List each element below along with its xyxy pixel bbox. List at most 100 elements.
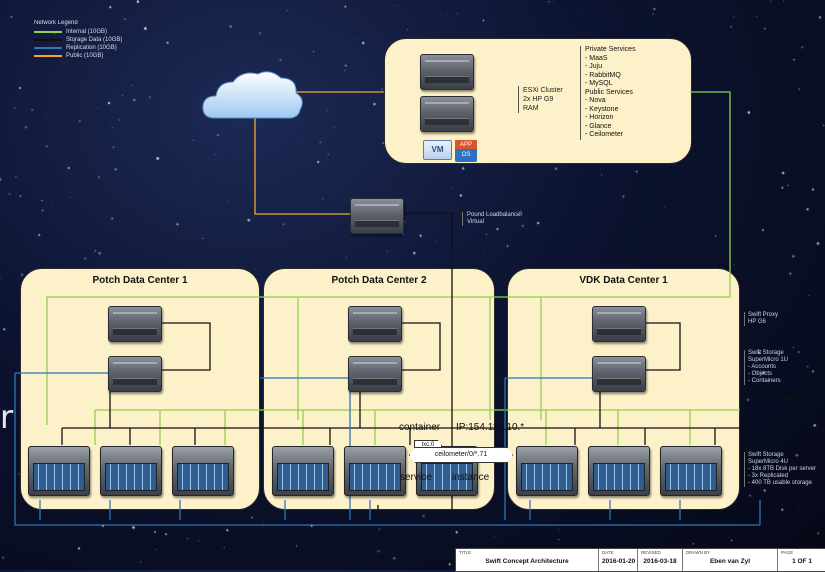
service-line: - Keystone bbox=[585, 105, 619, 113]
swift-storage-4u-server bbox=[660, 446, 722, 496]
esxi-cluster-label: ESXi Cluster 2x HP G9 RAM bbox=[518, 86, 563, 113]
legend-row-replication: Replication (10GB) bbox=[34, 44, 122, 52]
legend-title: Network Legend bbox=[34, 20, 78, 26]
storage4u-line: - 18x 8TB Disk per server bbox=[748, 466, 817, 472]
drawn-by-caption: DRAWN BY bbox=[686, 550, 711, 555]
esxi-line: RAM bbox=[523, 105, 539, 112]
loadbalancer-line: Virtual bbox=[467, 219, 484, 225]
swift-proxy-server bbox=[592, 306, 646, 342]
service-line: - Glance bbox=[585, 122, 612, 130]
legend-swatch-public bbox=[34, 55, 62, 57]
legend-row-public: Public (10GB) bbox=[34, 52, 122, 60]
loadbalancer-label: Pound Loadbalancer Virtual bbox=[462, 212, 522, 226]
esxi-line: 2x HP G9 bbox=[523, 96, 554, 103]
title-cell: TITLE Swift Concept Architecture bbox=[456, 549, 599, 571]
drawing-title: Swift Concept Architecture bbox=[485, 558, 569, 565]
swift-storage-4u-server bbox=[172, 446, 234, 496]
storage1u-line: - Objects bbox=[748, 371, 773, 377]
drawing-title-block: TITLE Swift Concept Architecture DATE 20… bbox=[455, 548, 825, 572]
storage1u-line: - Containers bbox=[748, 378, 781, 384]
service-line: - RabbitMQ bbox=[585, 71, 621, 79]
swift-storage-4u-server bbox=[28, 446, 90, 496]
storage1u-line: SuperMicro 1U bbox=[748, 357, 789, 363]
title-caption: TITLE bbox=[459, 550, 472, 555]
stray-glyph: r bbox=[0, 398, 14, 436]
esxi-line: ESXi Cluster bbox=[523, 87, 563, 94]
page-cell: PAGE 1 OF 1 bbox=[778, 549, 825, 571]
service-line: - MaaS bbox=[585, 54, 608, 62]
drawing-revised: 2016-03-18 bbox=[643, 558, 677, 565]
instance-label: instance bbox=[452, 472, 490, 483]
drawing-date: 2016-01-20 bbox=[602, 558, 636, 565]
loadbalancer-server bbox=[350, 198, 404, 234]
replication-link bbox=[39, 500, 761, 525]
replication-link bbox=[14, 372, 760, 526]
drawn-by: Eben van Zyl bbox=[709, 558, 751, 565]
proxy-line: HP G6 bbox=[748, 319, 766, 325]
revised-caption: REVISED bbox=[641, 550, 661, 555]
datacenter-title: Potch Data Center 2 bbox=[331, 275, 427, 286]
app-os-icon-top: APP bbox=[455, 140, 477, 149]
legend-label-replication: Replication (10GB) bbox=[66, 45, 117, 51]
legend-swatch-internal bbox=[34, 31, 62, 33]
storage-link bbox=[61, 427, 745, 445]
swift-storage-4u-server bbox=[272, 446, 334, 496]
esxi-server bbox=[420, 96, 474, 132]
storage1u-line: - Accounts bbox=[748, 364, 777, 370]
service-line: - Ceilometer bbox=[585, 131, 624, 138]
proxy-line: Swift Proxy bbox=[748, 312, 779, 318]
datacenter-title: VDK Data Center 1 bbox=[579, 275, 668, 286]
container-label: container bbox=[399, 422, 441, 433]
services-list: Private Services - MaaS - Juju - RabbitM… bbox=[580, 46, 636, 140]
service-line: - Nova bbox=[585, 97, 606, 104]
revised-cell: REVISED 2016-03-18 bbox=[638, 549, 683, 571]
date-caption: DATE bbox=[602, 550, 614, 555]
service-line: - Horizon bbox=[585, 114, 614, 121]
swift-proxy-server bbox=[108, 306, 162, 342]
drawn-by-cell: DRAWN BY Eben van Zyl bbox=[683, 549, 778, 571]
public-link bbox=[254, 115, 352, 215]
legend-label-public: Public (10GB) bbox=[66, 53, 104, 59]
swift-storage-4u-server bbox=[344, 446, 406, 496]
legend-swatch-storage bbox=[34, 39, 62, 41]
service-line: Public Services bbox=[585, 88, 633, 96]
storage4u-line: Swift Storage bbox=[748, 452, 784, 458]
app-os-icon-bottom: OS bbox=[461, 152, 471, 158]
legend-swatch-replication bbox=[34, 47, 62, 49]
storage4u-line: SuperMicro 4U bbox=[748, 459, 789, 465]
storage1u-line: Swift Storage bbox=[748, 350, 784, 356]
ip-label: IP:154.110.10.* bbox=[456, 422, 525, 433]
ceilometer-unit-label: ceilometer/0/*.71 bbox=[409, 447, 513, 463]
cloud-icon bbox=[202, 71, 303, 119]
swift-storage-4u-server bbox=[516, 446, 578, 496]
service-line: - MySQL bbox=[585, 80, 613, 87]
legend-label-internal: Internal (10GB) bbox=[66, 29, 108, 35]
datacenter-title: Potch Data Center 1 bbox=[92, 275, 188, 286]
service-line: - Juju bbox=[585, 63, 603, 70]
service-line: Private Services bbox=[585, 46, 636, 53]
network-legend: Network Legend Internal (10GB) Storage D… bbox=[34, 20, 122, 60]
page-number: 1 OF 1 bbox=[792, 558, 812, 565]
storage-link bbox=[109, 390, 601, 428]
swift-proxy-label: Swift Proxy HP G6 bbox=[744, 312, 778, 326]
esxi-server bbox=[420, 54, 474, 90]
page-caption: PAGE bbox=[781, 550, 794, 555]
swift-storage-4u-server bbox=[100, 446, 162, 496]
storage4u-line: - 400 TB usable storage bbox=[748, 480, 812, 486]
storage4u-line: - 3x Replicated bbox=[748, 473, 789, 479]
legend-row-storage: Storage Data (10GB) bbox=[34, 36, 122, 44]
legend-label-storage: Storage Data (10GB) bbox=[66, 37, 123, 43]
swift-proxy-server bbox=[348, 306, 402, 342]
swift-storage-4u-server bbox=[588, 446, 650, 496]
swift-storage-1u-server bbox=[348, 356, 402, 392]
internal-link bbox=[297, 297, 542, 420]
swift-storage-4u-label: Swift Storage SuperMicro 4U - 18x 8TB Di… bbox=[744, 452, 816, 487]
loadbalancer-line: Pound Loadbalancer bbox=[467, 212, 523, 218]
date-cell: DATE 2016-01-20 bbox=[599, 549, 638, 571]
swift-storage-1u-server bbox=[108, 356, 162, 392]
storage-link bbox=[160, 322, 681, 371]
vm-icon: VM bbox=[423, 140, 452, 160]
swift-storage-1u-server bbox=[592, 356, 646, 392]
legend-row-internal: Internal (10GB) bbox=[34, 28, 122, 36]
